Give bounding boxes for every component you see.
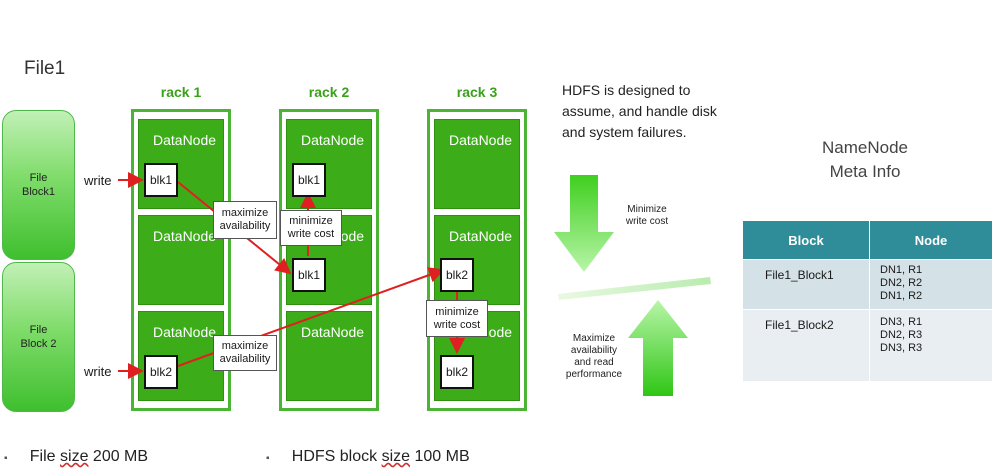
block-blk2-r1: blk2 xyxy=(144,355,178,389)
callout-text: availability xyxy=(219,353,271,365)
metadata-table: Block Node File1_Block1 DN1, R1 DN2, R2 … xyxy=(742,220,993,382)
table-row: File1_Block1 DN1, R1 DN2, R2 DN1, R2 xyxy=(742,259,993,310)
node-entry: DN3, R1 xyxy=(880,316,923,328)
file-block-1-line1: File xyxy=(29,172,48,184)
node-entry: DN1, R2 xyxy=(880,290,923,302)
callout-maximize-2: maximize availability xyxy=(213,335,277,371)
label-line: availability xyxy=(570,345,618,356)
namenode-title: NameNode Meta Info xyxy=(795,136,935,184)
column-header-node: Node xyxy=(869,220,993,260)
callout-text: minimize xyxy=(289,215,333,227)
table-header-row: Block Node xyxy=(742,220,993,260)
datanode-label: DataNode xyxy=(301,132,365,148)
file-block-2-line2: Block 2 xyxy=(20,338,57,350)
bullet-text-underlined: size xyxy=(60,448,89,465)
bullet-text-underlined: size xyxy=(381,448,411,465)
column-header-block: Block xyxy=(742,220,870,260)
block-blk1-r2b: blk1 xyxy=(292,258,326,292)
callout-maximize-1: maximize availability xyxy=(213,201,277,239)
datanode-label: DataNode xyxy=(449,228,513,244)
bullet-file-size: ▪ File size 200 MB xyxy=(4,448,148,466)
file-block-1: File Block1 xyxy=(2,110,75,260)
label-line: performance xyxy=(565,369,623,380)
minimize-write-cost-label: Minimize write cost xyxy=(612,204,682,228)
bullet-icon: ▪ xyxy=(266,453,270,464)
namenode-title-line2: Meta Info xyxy=(829,162,901,181)
rack-2-title: rack 2 xyxy=(308,84,350,100)
description-line: and system failures. xyxy=(562,124,687,140)
file-block-2: File Block 2 xyxy=(2,262,75,412)
label-line: Maximize xyxy=(572,333,616,344)
file-block-2-line1: File xyxy=(29,324,48,336)
node-entry: DN2, R3 xyxy=(880,329,923,341)
file-title: File1 xyxy=(24,58,66,79)
label-line: write cost xyxy=(625,216,669,227)
datanode-label: DataNode xyxy=(153,324,217,340)
bullet-text-prefix: File xyxy=(29,448,61,465)
table-row: File1_Block2 DN3, R1 DN2, R3 DN3, R3 xyxy=(742,309,993,382)
node-entry: DN1, R1 xyxy=(880,264,923,276)
balance-graphic xyxy=(554,175,711,396)
bullet-block-size: ▪ HDFS block size 100 MB xyxy=(266,448,470,466)
block-blk2-r3a: blk2 xyxy=(440,258,474,292)
callout-minimize-1: minimize write cost xyxy=(280,210,342,246)
bullet-text-suffix: 100 MB xyxy=(410,448,470,465)
callout-text: write cost xyxy=(433,318,481,331)
label-line: Minimize xyxy=(627,204,667,215)
rack-1-title: rack 1 xyxy=(160,84,202,100)
callout-text: maximize xyxy=(221,207,269,219)
namenode-title-line1: NameNode xyxy=(822,138,908,157)
node-cell: DN1, R1 DN2, R2 DN1, R2 xyxy=(869,259,993,310)
write-label-1: write xyxy=(84,173,112,188)
block-blk2-r3b: blk2 xyxy=(440,355,474,389)
bullet-icon: ▪ xyxy=(4,453,8,464)
datanode-r1-2: DataNode xyxy=(138,215,224,305)
node-cell: DN3, R1 DN2, R3 DN3, R3 xyxy=(869,309,993,382)
block-cell: File1_Block2 xyxy=(742,309,870,382)
block-blk1-r2a: blk1 xyxy=(292,163,326,197)
bullet-text-suffix: 200 MB xyxy=(88,448,149,465)
down-arrow-icon xyxy=(554,175,614,272)
balance-beam xyxy=(558,277,711,300)
description-line: assume, and handle disk xyxy=(562,103,717,119)
rack-3-title: rack 3 xyxy=(456,84,498,100)
datanode-r3-1: DataNode xyxy=(434,119,520,209)
file-block-1-line2: Block1 xyxy=(21,186,56,198)
bullet-text-prefix: HDFS block xyxy=(291,448,382,465)
write-label-2: write xyxy=(84,364,112,379)
callout-text: minimize xyxy=(435,305,479,318)
maximize-availability-label: Maximize availability and read performan… xyxy=(558,333,630,381)
callout-text: write cost xyxy=(287,228,335,240)
hdfs-description: HDFS is designed to assume, and handle d… xyxy=(562,80,717,143)
block-blk1-r1: blk1 xyxy=(144,163,178,197)
callout-text: availability xyxy=(219,220,271,232)
node-entry: DN3, R3 xyxy=(880,342,923,354)
node-entry: DN2, R2 xyxy=(880,277,923,289)
callout-text: maximize xyxy=(221,340,269,352)
datanode-label: DataNode xyxy=(301,324,365,340)
datanode-label: DataNode xyxy=(153,132,217,148)
block-cell: File1_Block1 xyxy=(742,259,870,310)
label-line: and read xyxy=(574,357,614,368)
datanode-label: DataNode xyxy=(449,132,513,148)
datanode-label: DataNode xyxy=(153,228,217,244)
up-arrow-icon xyxy=(628,300,688,396)
callout-minimize-2: minimize write cost xyxy=(426,300,488,337)
description-line: HDFS is designed to xyxy=(562,82,691,98)
